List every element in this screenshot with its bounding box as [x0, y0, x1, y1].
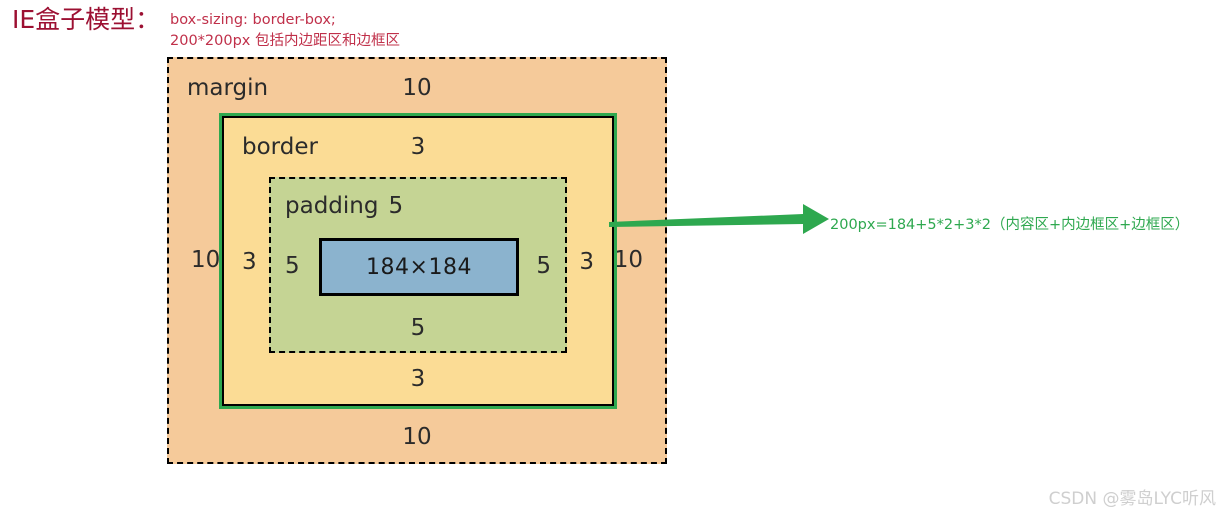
padding-label: padding	[285, 193, 379, 219]
padding-bottom-value: 5	[410, 315, 426, 341]
annotation-text: 200px=184+5*2+3*2（内容区+内边框区+边框区）	[830, 217, 1190, 233]
padding-label-group: padding 5	[285, 193, 403, 219]
border-label: border	[242, 134, 318, 160]
border-top-value: 3	[410, 134, 426, 160]
padding-right-value: 5	[536, 253, 551, 279]
border-region: border 3 3 3 3 padding 5 5 5 5 184×184	[219, 113, 617, 409]
subtitle-line-2: 200*200px 包括内边距区和边框区	[170, 32, 400, 49]
padding-region: padding 5 5 5 5 184×184	[269, 177, 567, 353]
subtitle-line-1: box-sizing: border-box;	[170, 12, 336, 28]
content-size-label: 184×184	[366, 254, 472, 280]
margin-left-value: 10	[191, 247, 221, 273]
border-right-value: 3	[579, 249, 594, 275]
page-title: IE盒子模型：	[12, 5, 161, 34]
content-region: 184×184	[319, 238, 519, 296]
margin-top-value: 10	[402, 75, 432, 101]
padding-left-value: 5	[285, 253, 300, 279]
margin-label: margin	[187, 75, 269, 101]
annotation-arrow-icon	[609, 204, 829, 234]
margin-bottom-value: 10	[402, 424, 432, 450]
border-left-value: 3	[242, 249, 257, 275]
margin-right-value: 10	[613, 247, 643, 273]
page-subtitle: box-sizing: border-box; 200*200px 包括内边距区…	[170, 10, 400, 51]
padding-top-value: 5	[388, 193, 404, 219]
margin-region: margin 10 10 10 10 border 3 3 3 3 paddin…	[167, 57, 667, 464]
watermark: CSDN @雾岛LYC听风	[1048, 489, 1216, 509]
border-bottom-value: 3	[410, 366, 426, 392]
